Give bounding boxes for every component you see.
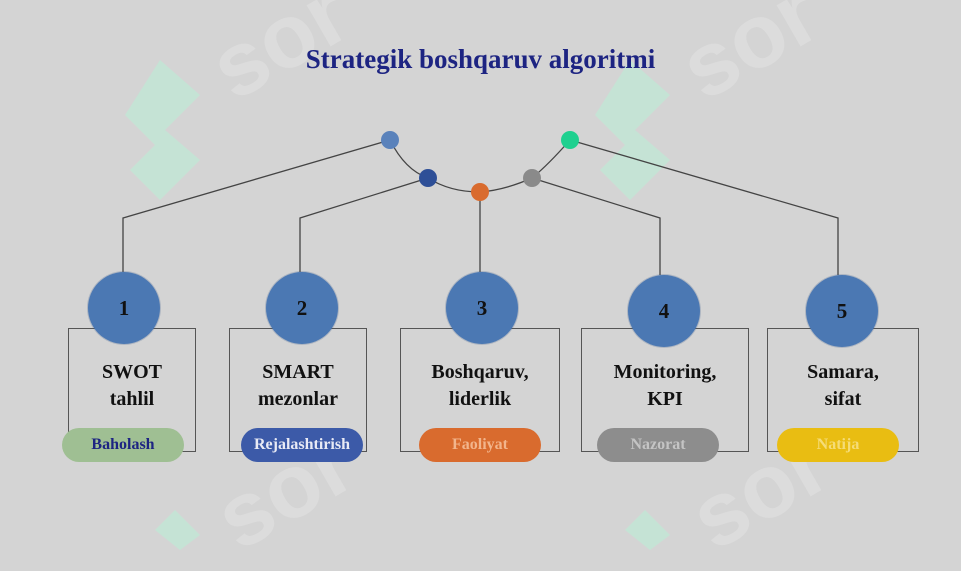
watermark-logo-right — [595, 60, 670, 200]
step-number-4: 4 — [628, 275, 700, 347]
step-label-line1: SWOT — [101, 361, 163, 383]
hub-dot-1 — [381, 131, 399, 149]
step-label-line2: liderlik — [448, 388, 512, 410]
step-tag-1: Baholash — [62, 428, 184, 462]
connector-step-2 — [299, 177, 429, 272]
step-tag-4: Nazorat — [597, 428, 719, 462]
connector-network — [122, 131, 839, 275]
connector-step-1 — [122, 139, 391, 272]
step-tag-2: Rejalashtirish — [241, 428, 363, 462]
step-label-line1: Samara, — [807, 361, 879, 383]
step-label-line1: SMART — [262, 361, 334, 383]
hub-dot-4 — [523, 169, 541, 187]
step-label-line2: KPI — [647, 388, 683, 410]
hub-dot-5 — [561, 131, 579, 149]
step-number-5: 5 — [806, 275, 878, 347]
step-tag-3: Faoliyat — [419, 428, 541, 462]
step-label-line2: mezonlar — [258, 388, 338, 410]
connector-step-5 — [569, 139, 839, 275]
hub-dot-2 — [419, 169, 437, 187]
step-box-4: Monitoring, KPI — [581, 328, 749, 452]
diagram-canvas: sor sor sor sor Strategik boshqaruv algo… — [62, 44, 919, 550]
step-number-2: 2 — [266, 272, 338, 344]
step-label-line1: Boshqaruv, — [431, 361, 529, 383]
hub-dot-3 — [471, 183, 489, 201]
step-number-3: 3 — [446, 272, 518, 344]
step-label-line2: sifat — [824, 388, 862, 410]
step-number-1: 1 — [88, 272, 160, 344]
connector-step-4 — [531, 177, 661, 275]
step-tag-5: Natija — [777, 428, 899, 462]
diagram-title: Strategik boshqaruv algoritmi — [305, 44, 656, 74]
step-box-1: SWOT tahlil — [68, 328, 196, 452]
step-label-line1: Monitoring, — [613, 361, 717, 383]
step-label-line2: tahlil — [109, 388, 155, 410]
watermark-logo-left — [125, 60, 200, 200]
step-box-3: Boshqaruv, liderlik — [400, 328, 560, 452]
